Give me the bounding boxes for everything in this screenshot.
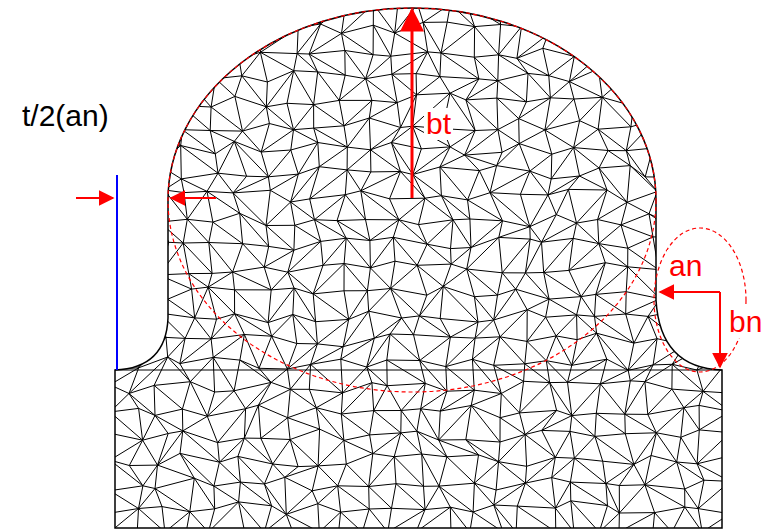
- dimension-label: t/2(an): [20, 100, 111, 132]
- head-ellipse: [168, 8, 656, 392]
- mesh-group: [110, 4, 730, 531]
- mesh-lines: [110, 4, 730, 531]
- specimen-outline: [115, 8, 722, 528]
- dimension-arrow: [719, 292, 721, 367]
- dimension-arrow: [171, 197, 216, 199]
- mesh-boundary: [115, 370, 722, 371]
- dimension-label: an: [667, 250, 704, 282]
- dimension-arrow: [411, 10, 414, 198]
- dimension-arrow: [660, 291, 720, 293]
- dimension-arrow: [76, 197, 113, 199]
- dimension-label: bt: [424, 108, 453, 140]
- symmetry-line: [116, 175, 118, 370]
- dimension-label: bn: [727, 306, 764, 338]
- notch-ellipse: [654, 228, 746, 372]
